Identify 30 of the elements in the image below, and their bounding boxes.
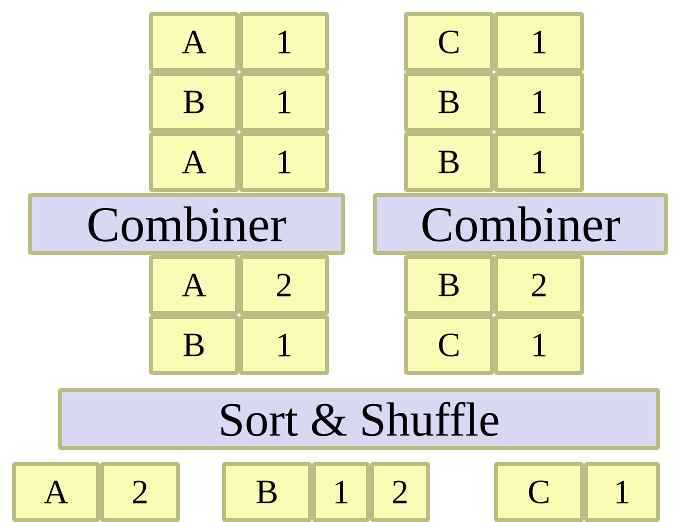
table-cell: 1: [312, 462, 370, 522]
table-cell: A: [149, 255, 239, 315]
table-cell: 1: [494, 72, 584, 132]
table-cell: A: [149, 132, 239, 192]
table-cell: 1: [239, 315, 329, 375]
table-cell: 1: [239, 12, 329, 72]
table-cell: B: [404, 255, 494, 315]
table-cell: C: [494, 462, 584, 522]
process-bar: Combiner: [373, 193, 668, 255]
table-cell: 1: [584, 462, 660, 522]
process-bar: Sort & Shuffle: [58, 388, 660, 450]
table-cell: 2: [239, 255, 329, 315]
table-cell: 1: [239, 132, 329, 192]
table-cell: B: [404, 132, 494, 192]
table-cell: C: [404, 315, 494, 375]
table-cell: C: [404, 12, 494, 72]
table-cell: 2: [370, 462, 430, 522]
table-cell: A: [12, 462, 100, 522]
process-bar: Combiner: [28, 193, 345, 255]
table-cell: 1: [494, 132, 584, 192]
table-cell: B: [149, 315, 239, 375]
table-cell: 1: [494, 12, 584, 72]
table-cell: 1: [239, 72, 329, 132]
table-cell: 2: [494, 255, 584, 315]
table-cell: B: [149, 72, 239, 132]
table-cell: A: [149, 12, 239, 72]
table-cell: B: [222, 462, 312, 522]
table-cell: 1: [494, 315, 584, 375]
table-cell: B: [404, 72, 494, 132]
table-cell: 2: [100, 462, 180, 522]
